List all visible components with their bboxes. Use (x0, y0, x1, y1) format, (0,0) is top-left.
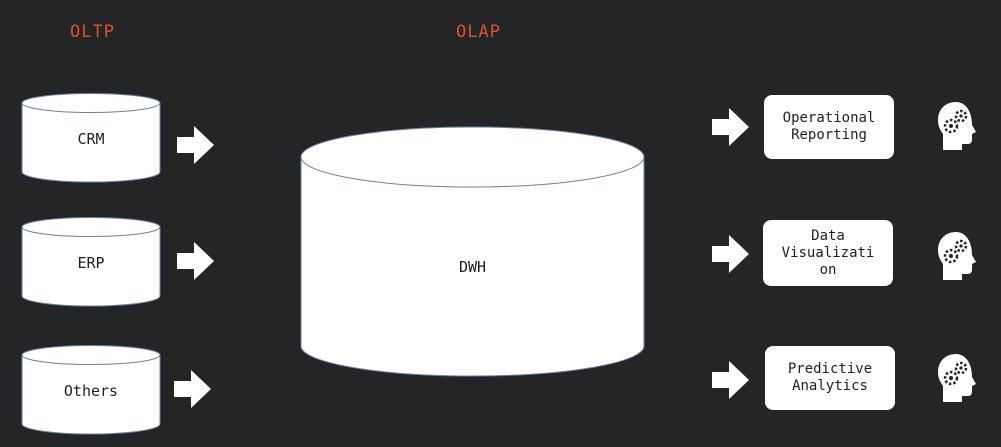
right-arrow-icon (712, 234, 750, 274)
crm-database-icon: CRM (21, 93, 161, 183)
dwh-label: DWH (458, 258, 487, 276)
crm-label: CRM (77, 130, 105, 148)
dwh-database-icon: DWH (300, 126, 645, 378)
right-arrow-icon (712, 107, 750, 147)
predictive-analytics-box: Predictive Analytics (765, 346, 895, 410)
head-with-gears-icon (936, 100, 980, 152)
head-with-gears-icon (936, 352, 980, 404)
right-arrow-icon (712, 360, 750, 400)
erp-label: ERP (77, 254, 105, 272)
right-arrow-icon (177, 125, 215, 165)
olap-heading: OLAP (456, 22, 501, 42)
operational-reporting-box: Operational Reporting (764, 95, 894, 159)
head-with-gears-icon (936, 230, 980, 282)
oltp-heading: OLTP (70, 22, 115, 42)
right-arrow-icon (174, 369, 212, 409)
right-arrow-icon (177, 241, 215, 281)
data-visualization-box: Data Visualizati on (763, 220, 893, 286)
others-database-icon: Others (21, 345, 161, 435)
others-label: Others (63, 382, 119, 400)
erp-database-icon: ERP (21, 217, 161, 307)
